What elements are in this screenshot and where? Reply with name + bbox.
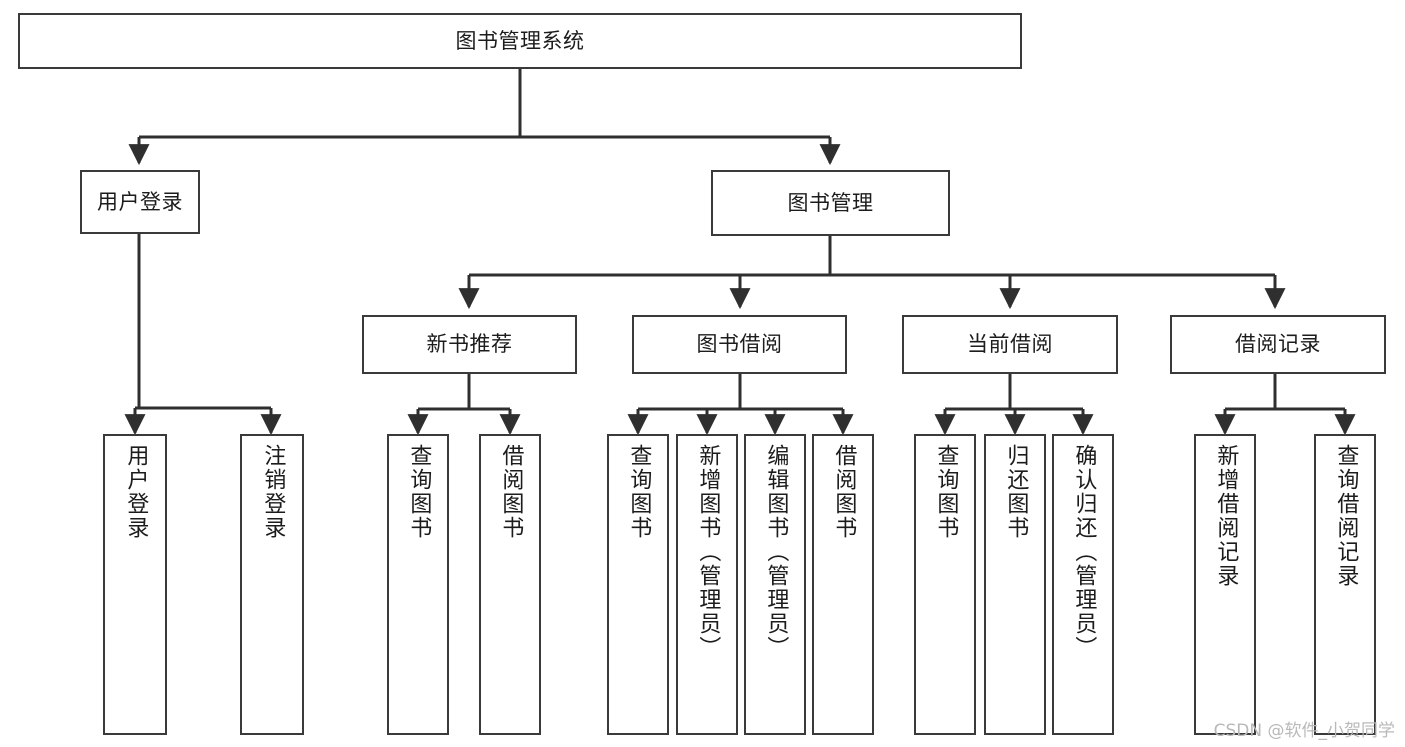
node-label: 借阅图书 <box>498 444 524 540</box>
node-borrow-record[interactable]: 借阅记录 <box>1170 315 1386 374</box>
node-label: 图书管理系统 <box>455 28 585 53</box>
node-book-manage[interactable]: 图书管理 <box>711 170 950 236</box>
node-label: 新增借阅记录 <box>1213 444 1239 588</box>
node-root-system[interactable]: 图书管理系统 <box>18 13 1022 69</box>
node-leaf-user-login[interactable]: 用户登录 <box>103 434 167 735</box>
node-leaf-borrow-book-2[interactable]: 借阅图书 <box>812 434 874 735</box>
node-label: 新书推荐 <box>426 332 513 357</box>
node-leaf-query-record[interactable]: 查询借阅记录 <box>1314 434 1376 735</box>
node-label: 新增图书（管理员） <box>695 444 721 660</box>
node-leaf-user-logout[interactable]: 注销登录 <box>240 434 304 735</box>
node-label: 用户登录 <box>97 189 183 214</box>
node-label: 注销登录 <box>260 444 286 540</box>
node-label: 确认归还（管理员） <box>1071 444 1097 660</box>
node-label: 当前借阅 <box>967 332 1053 357</box>
node-leaf-query-book-3[interactable]: 查询图书 <box>914 434 976 735</box>
node-leaf-add-record[interactable]: 新增借阅记录 <box>1194 434 1256 735</box>
node-leaf-query-book-1[interactable]: 查询图书 <box>387 434 449 735</box>
node-label: 借阅记录 <box>1235 332 1321 357</box>
node-new-book-rec[interactable]: 新书推荐 <box>362 315 577 374</box>
node-label: 查询图书 <box>626 444 652 540</box>
node-label: 归还图书 <box>1003 444 1029 540</box>
node-leaf-add-book[interactable]: 新增图书（管理员） <box>676 434 738 735</box>
node-leaf-borrow-book-1[interactable]: 借阅图书 <box>479 434 541 735</box>
node-leaf-query-book-2[interactable]: 查询图书 <box>607 434 669 735</box>
node-current-borrow[interactable]: 当前借阅 <box>902 315 1118 374</box>
node-leaf-confirm-return[interactable]: 确认归还（管理员） <box>1052 434 1114 735</box>
node-leaf-return-book[interactable]: 归还图书 <box>984 434 1046 735</box>
node-label: 图书管理 <box>787 190 874 215</box>
node-label: 用户登录 <box>123 444 149 540</box>
node-label: 查询借阅记录 <box>1333 444 1359 588</box>
node-user-login[interactable]: 用户登录 <box>80 170 200 234</box>
node-label: 编辑图书（管理员） <box>763 444 789 660</box>
node-book-borrow[interactable]: 图书借阅 <box>632 315 847 374</box>
node-label: 图书借阅 <box>696 332 783 357</box>
node-label: 查询图书 <box>933 444 959 540</box>
watermark-text: CSDN @软件_小贺同学 <box>1213 721 1395 741</box>
node-label: 借阅图书 <box>831 444 857 540</box>
node-label: 查询图书 <box>406 444 432 540</box>
node-leaf-edit-book[interactable]: 编辑图书（管理员） <box>744 434 806 735</box>
